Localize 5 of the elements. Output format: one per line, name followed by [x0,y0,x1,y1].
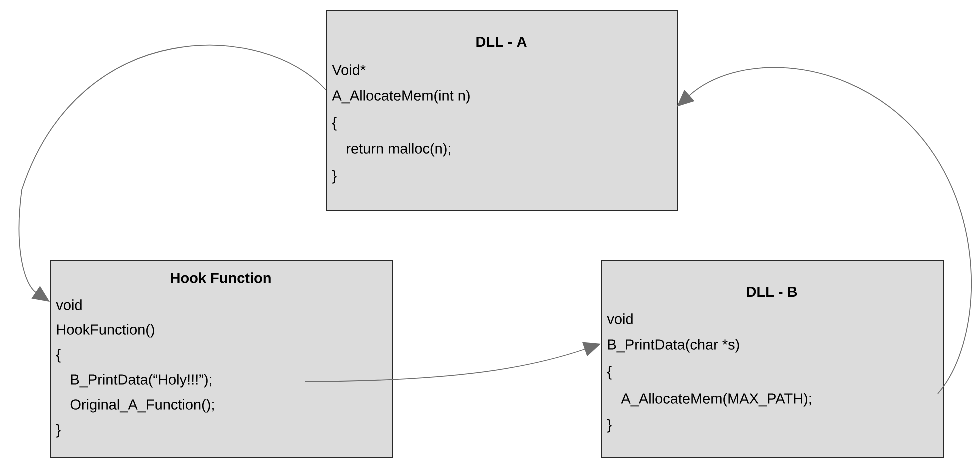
code-box: Hook Function void HookFunction() { B_PrintData(“Holy!!!”); Original_A_Function(); } [50,260,394,458]
arrow [677,67,972,394]
arrow [18,45,326,302]
code-box: DLL - A Void* A_AllocateMem(int n) { return malloc(n); } [326,10,678,212]
code-box: DLL - B void B_PrintData(char *s) { A_AllocateMem(MAX_PATH); } [601,260,944,458]
